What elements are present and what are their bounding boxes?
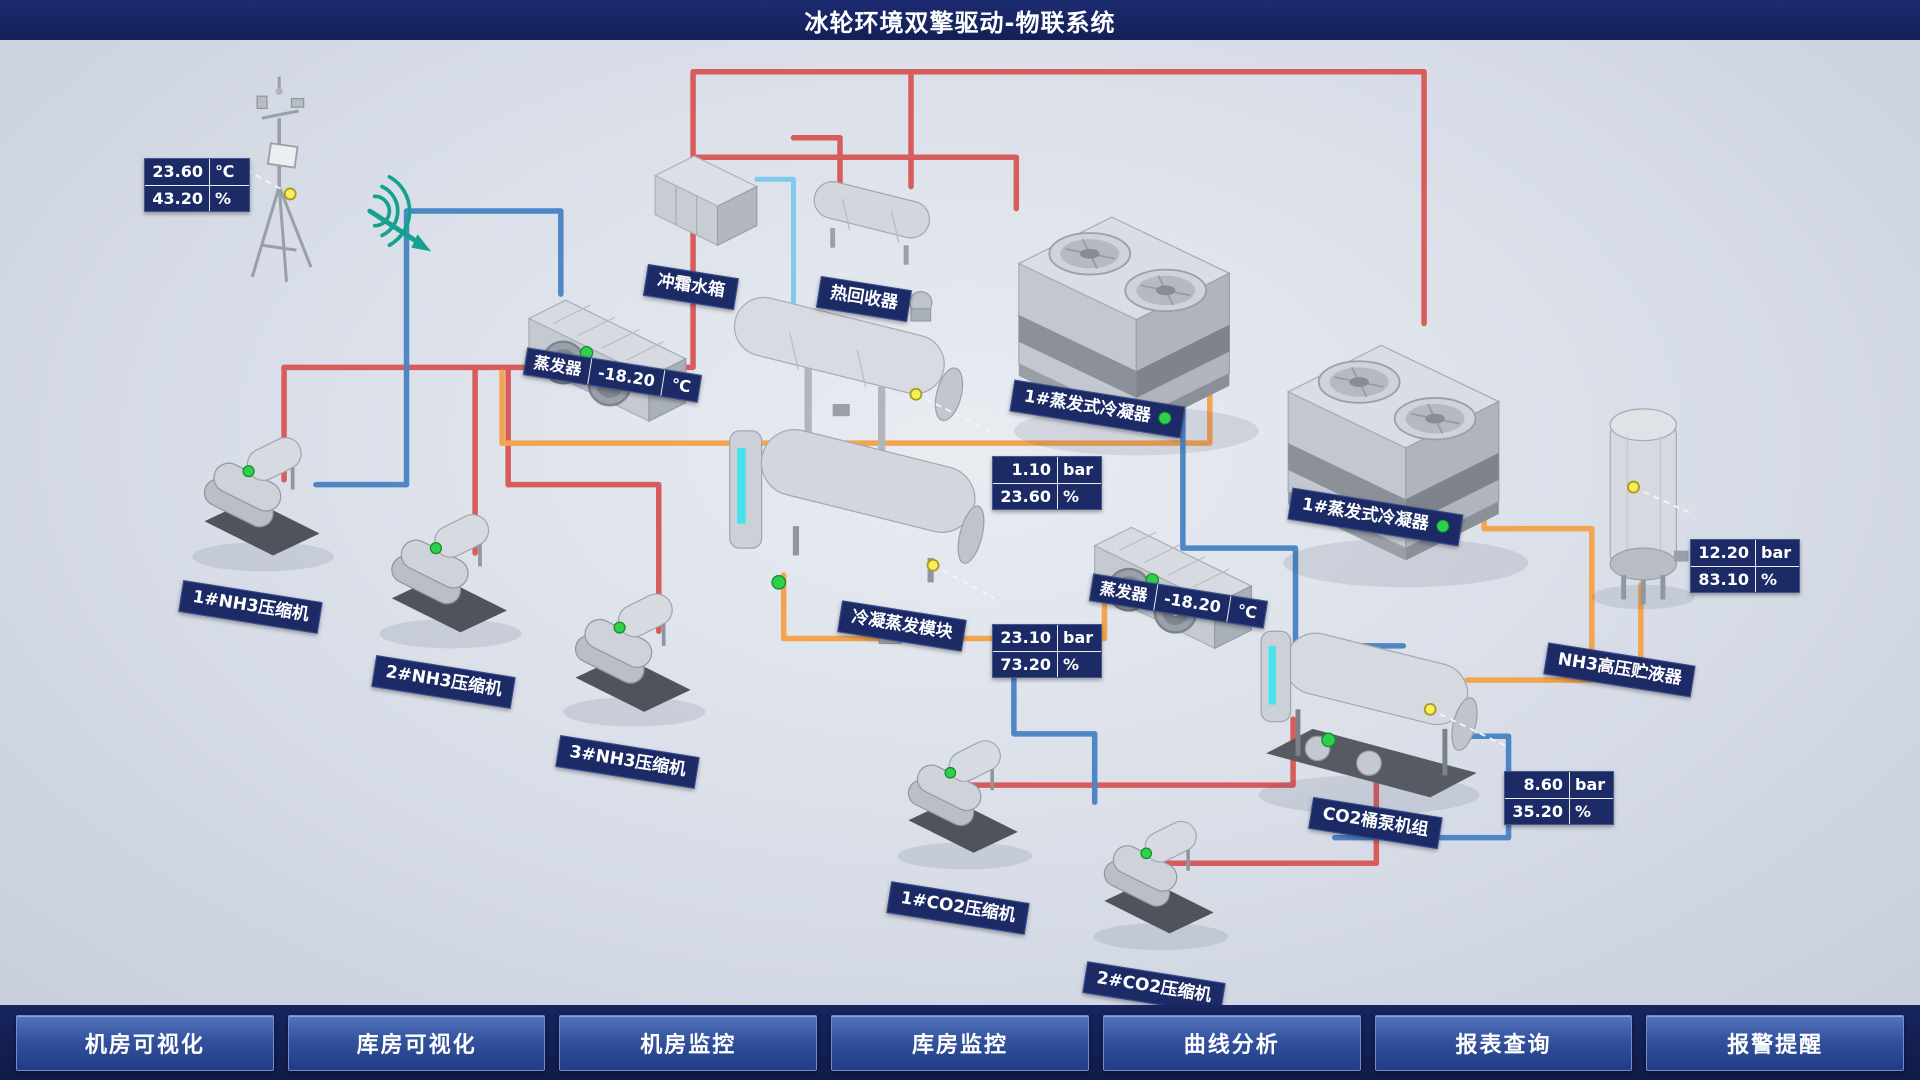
nav-button-warehouse-visual[interactable]: 库房可视化 — [287, 1014, 546, 1071]
co2-compressor-1-graphic — [902, 733, 1020, 855]
condensing-evap-module-graphic — [729, 296, 985, 645]
plant-scene: 23.60 ℃ 43.20 % 冲霜水箱 热回收器 蒸发器 -18.20 ℃ 1… — [0, 40, 1920, 1015]
nav-button-report-query[interactable]: 报表查询 — [1374, 1014, 1633, 1071]
reading-separator: 1.10 bar 23.60 % — [992, 456, 1103, 511]
wifi-signal-icon — [367, 174, 432, 252]
nav-button-machine-room-visual[interactable]: 机房可视化 — [16, 1014, 274, 1071]
defrost-water-tank-graphic — [653, 155, 759, 247]
nav-button-machine-room-monitor[interactable]: 机房监控 — [559, 1014, 818, 1071]
status-dot — [1157, 410, 1173, 426]
reading-condensing-evap-module: 23.10 bar 73.20 % — [992, 624, 1103, 679]
nav-button-alarm-reminder[interactable]: 报警提醒 — [1646, 1014, 1905, 1071]
co2-compressor-2-graphic — [1098, 814, 1216, 936]
bottom-nav: 机房可视化 库房可视化 机房监控 库房监控 曲线分析 报表查询 报警提醒 — [0, 1005, 1920, 1080]
nh3-receiver-graphic — [1609, 408, 1689, 605]
page-title: 冰轮环境双擎驱动-物联系统 — [804, 8, 1116, 37]
nh3-compressor-1-graphic — [198, 430, 322, 558]
reading-co2-pump-unit: 8.60 bar 35.20 % — [1504, 771, 1615, 826]
weather-station-graphic — [250, 76, 313, 282]
weather-reading: 23.60 ℃ 43.20 % — [144, 158, 250, 213]
nh3-compressor-3-graphic — [569, 586, 693, 714]
pipes-cyan — [754, 176, 796, 312]
reading-nh3-receiver: 12.20 bar 83.10 % — [1690, 539, 1801, 594]
nh3-compressor-2-graphic — [385, 507, 509, 635]
co2-pump-unit-graphic — [1260, 630, 1478, 798]
plant-diagram — [192, 69, 1695, 951]
nav-button-curve-analysis[interactable]: 曲线分析 — [1102, 1014, 1361, 1071]
header-bar: 冰轮环境双擎驱动-物联系统 — [0, 0, 1920, 40]
heat-recovery-graphic — [813, 181, 933, 322]
nav-button-warehouse-monitor[interactable]: 库房监控 — [831, 1014, 1089, 1071]
status-dot — [1435, 518, 1451, 534]
sensor-points — [283, 187, 1640, 716]
